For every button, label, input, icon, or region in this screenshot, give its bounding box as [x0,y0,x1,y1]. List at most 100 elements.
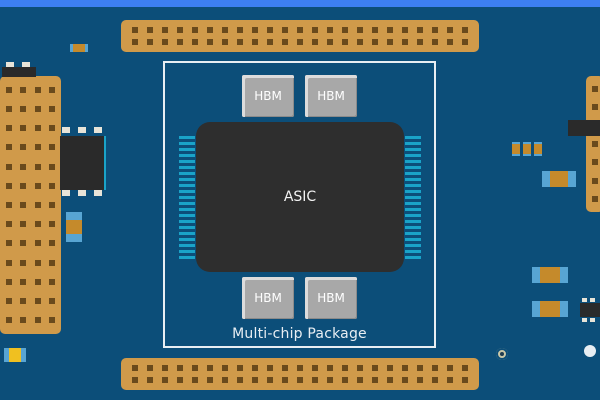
left-ic-pad [94,127,102,133]
header-pin [6,259,13,266]
asic-pin [179,250,195,253]
asic-pin [405,178,421,181]
header-pin [221,39,228,45]
header-pin [6,125,13,132]
resistor [534,142,542,156]
header-pin [6,86,13,93]
header-pin [20,201,27,208]
asic-pin [405,244,421,247]
header-pin [312,39,319,45]
header-pin [372,365,379,371]
header-pin [251,39,258,45]
header-pin [206,39,213,45]
capacitor [532,301,568,317]
asic-pin [179,256,195,259]
header-pin [34,221,41,228]
header-pin [48,144,55,151]
header-pin [206,27,213,33]
asic-pin [179,244,195,247]
left-ic-pad [78,190,86,196]
header-pin [387,39,394,45]
header-pin [161,377,168,383]
left-ic-pad [62,127,70,133]
header-pin [34,105,41,112]
header-pin [6,105,13,112]
header-pin [34,125,41,132]
asic-pin [405,232,421,235]
header-pin [20,144,27,151]
header-pin [6,163,13,170]
right-bottom-pad [582,318,587,322]
header-pin [312,27,319,33]
header-pin [296,39,303,45]
header-pin [34,201,41,208]
mounting-hole [500,352,504,356]
header-pin [447,39,454,45]
asic-pin [405,208,421,211]
header-pin [191,27,198,33]
header-pin [48,163,55,170]
header-pin [20,317,27,324]
header-pin [176,365,183,371]
asic-pin [179,166,195,169]
header-pin [417,27,424,33]
header-pin [296,365,303,371]
asic-pin [179,148,195,151]
header-pin [236,39,243,45]
asic-pin [179,202,195,205]
header-pin [34,317,41,324]
header-pin [312,377,319,383]
header-pin [20,125,27,132]
header-pin [6,144,13,151]
header-pin [146,39,153,45]
asic-pin [405,238,421,241]
header-pin [34,298,41,305]
package-label: Multi-chip Package [232,326,367,342]
asic-label: ASIC [283,189,317,205]
header-pin [327,27,334,33]
asic-chip: ASIC [196,122,404,272]
asic-pin [405,154,421,157]
header-pin [432,39,439,45]
header-pin [462,365,469,371]
capacitor [4,348,26,362]
right-bottom-pad [582,298,587,302]
asic-pin [179,220,195,223]
asic-pin [179,172,195,175]
header-pin [34,86,41,93]
header-pin [48,278,55,285]
header-pin [48,182,55,189]
header-pin [281,39,288,45]
header-pin [131,377,138,383]
header-pin [327,365,334,371]
header-pin [236,365,243,371]
asic-pin [179,214,195,217]
hbm-top-left: HBM [242,75,294,117]
header-pin [131,365,138,371]
header-pin [402,365,409,371]
asic-pin [405,250,421,253]
header-pin [20,240,27,247]
header-pin [342,365,349,371]
header-pin [266,377,273,383]
capacitor [70,44,88,52]
header-pin [266,39,273,45]
asic-pin [179,196,195,199]
header-pin [236,377,243,383]
header-pin [296,377,303,383]
header-pin [161,39,168,45]
right-bottom-pad [590,318,595,322]
header-pin [592,159,598,166]
header-pin [161,365,168,371]
header-pin [372,377,379,383]
header-pin [161,27,168,33]
header-pin [296,27,303,33]
asic-pin [179,184,195,187]
header-pin [251,377,258,383]
header-pin [6,182,13,189]
header-pin [34,259,41,266]
header-pin [20,278,27,285]
header-pin [592,104,598,111]
asic-pin [405,148,421,151]
right-bottom-chip [580,303,600,317]
